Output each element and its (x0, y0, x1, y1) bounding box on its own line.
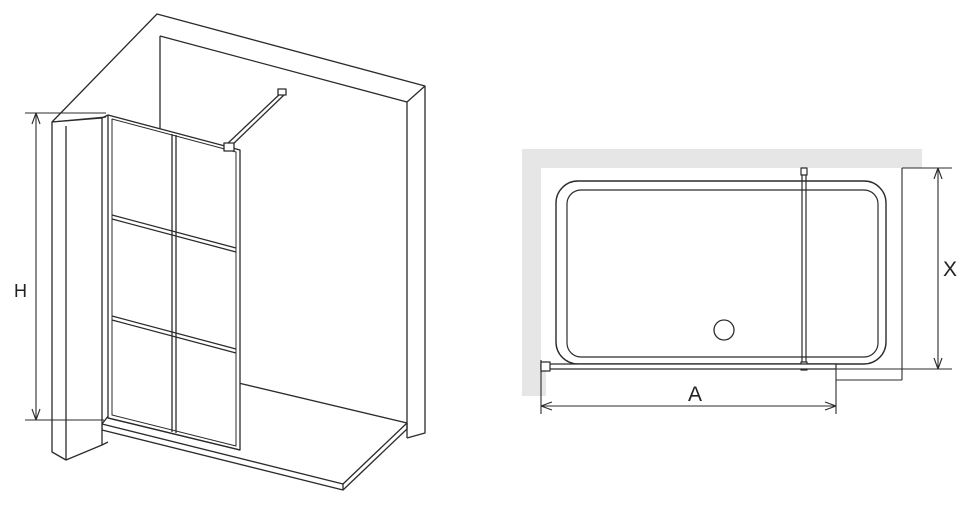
height-dimension-label: H (14, 281, 27, 301)
shower-tray-inner (566, 189, 879, 358)
plan-glass-panel (540, 360, 837, 373)
height-dimension-line (25, 112, 106, 421)
wall-profile (51, 114, 109, 461)
glass-panel (107, 114, 241, 451)
isometric-view (25, 13, 426, 491)
width-dimension-label: A (688, 383, 702, 406)
depth-dimension-line (836, 167, 952, 381)
depth-dimension-label: X (943, 258, 957, 281)
width-dimension-line (540, 369, 837, 414)
drain-icon (713, 319, 735, 341)
wall-section (522, 149, 922, 396)
plan-view: A X (522, 149, 957, 414)
stabilizer-bar (223, 88, 287, 152)
plan-stabilizer-bar (800, 167, 808, 371)
